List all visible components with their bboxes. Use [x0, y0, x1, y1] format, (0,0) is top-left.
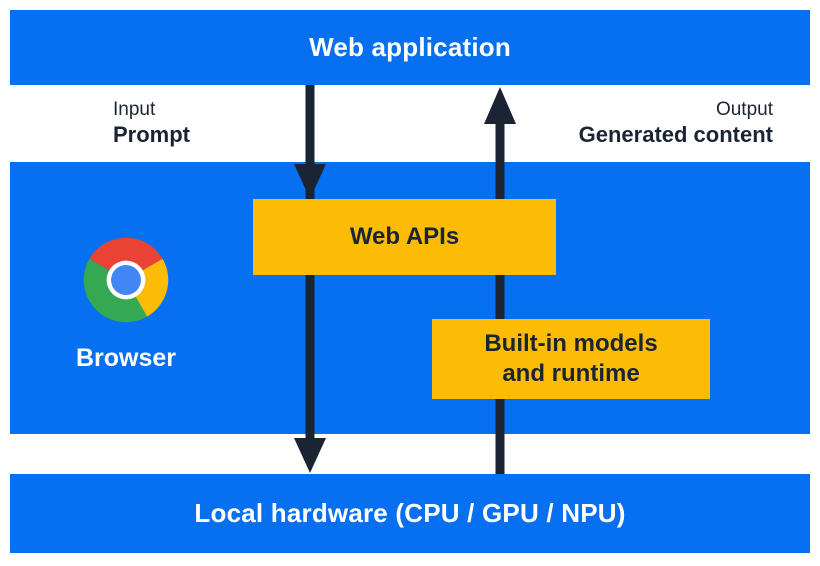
- down-arrow: [294, 85, 326, 473]
- web-apis-box: Web APIs: [253, 199, 556, 275]
- input-label-group: Input Prompt: [113, 98, 190, 148]
- up-arrow: [484, 87, 516, 474]
- chrome-logo-yellow-segment: [126, 258, 169, 317]
- local-hardware-bar: Local hardware (CPU / GPU / NPU): [10, 474, 810, 553]
- local-hardware-label: Local hardware (CPU / GPU / NPU): [194, 498, 626, 528]
- web-apis-label: Web APIs: [349, 223, 460, 250]
- up-arrowhead-icon: [484, 87, 516, 124]
- builtin-models-label-line2: and runtime: [502, 360, 640, 387]
- chrome-logo-icon: [83, 237, 169, 323]
- down-arrowhead-icon: [294, 438, 326, 473]
- web-application-label: Web application: [309, 32, 511, 62]
- input-title: Input: [113, 99, 156, 120]
- browser-label: Browser: [75, 344, 177, 372]
- builtin-models-label-line1: Built-in models: [484, 330, 658, 357]
- builtin-models-box: Built-in models and runtime: [432, 319, 710, 399]
- input-value: Prompt: [113, 122, 190, 147]
- chrome-logo-red-segment: [89, 237, 163, 280]
- output-label-group: Output Generated content: [579, 98, 773, 148]
- output-title: Output: [715, 99, 773, 120]
- down-arrowhead-icon: [294, 164, 326, 199]
- output-value: Generated content: [578, 122, 773, 147]
- chrome-logo-blue-center: [111, 265, 141, 295]
- web-application-bar: Web application: [10, 10, 810, 85]
